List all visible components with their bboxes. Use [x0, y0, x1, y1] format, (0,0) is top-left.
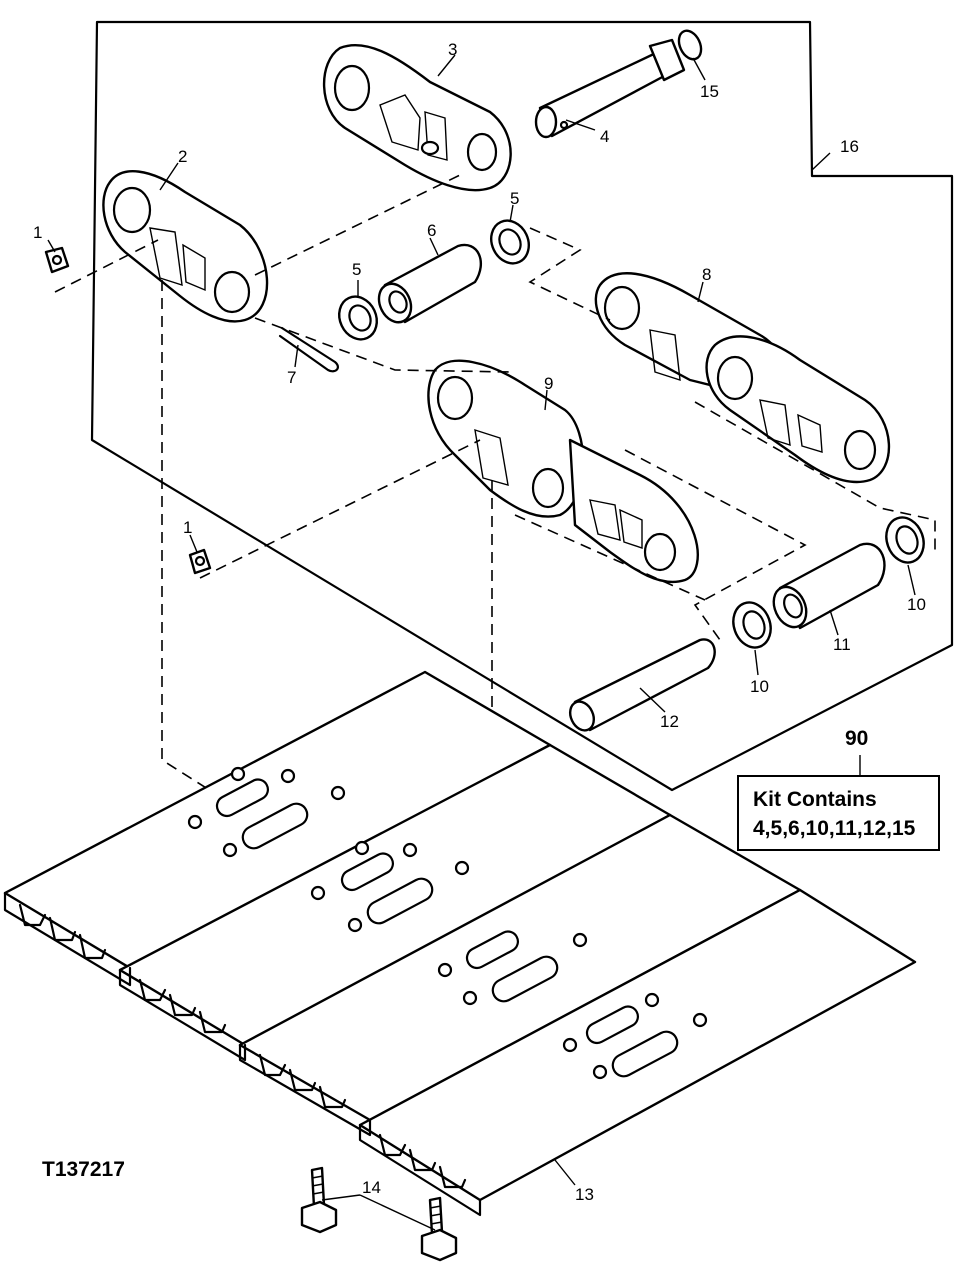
- callout-4: 4: [600, 127, 609, 146]
- callout-7: 7: [287, 368, 296, 387]
- seal-part-5-right: [490, 219, 530, 265]
- nut-part-1-lower: [188, 548, 212, 575]
- callout-8: 8: [702, 265, 711, 284]
- callout-14: 14: [362, 1178, 381, 1197]
- bushing-part-11: [772, 542, 886, 630]
- bushing-part-6: [377, 243, 483, 324]
- kit-contents: 4,5,6,10,11,12,15: [753, 817, 916, 840]
- seal-part-10-left: [732, 601, 772, 649]
- link-part-2: [102, 170, 269, 323]
- callout-10-left: 10: [750, 677, 769, 696]
- figure-id: T137217: [42, 1158, 125, 1181]
- callout-6: 6: [427, 221, 436, 240]
- callout-leader-lines: [47, 54, 916, 1231]
- bolt-part-14-right: [420, 1196, 458, 1262]
- callout-10-right: 10: [907, 595, 926, 614]
- link-part-8: [594, 272, 891, 484]
- track-shoe-part-13: [3, 670, 917, 1217]
- callout-3: 3: [448, 40, 457, 59]
- kit-boundary-outline: [90, 20, 954, 792]
- callout-1-lower: 1: [183, 518, 192, 537]
- kit-contents-box: Kit Contains 4,5,6,10,11,12,15: [737, 775, 940, 851]
- kit-number: 90: [845, 727, 869, 750]
- callout-13: 13: [575, 1185, 594, 1204]
- callout-12: 12: [660, 712, 679, 731]
- callout-2: 2: [178, 147, 187, 166]
- bolt-part-14-left: [300, 1166, 338, 1234]
- seal-part-10-right: [885, 516, 925, 564]
- link-part-9: [427, 359, 699, 584]
- ring-part-15: [677, 29, 703, 61]
- kit-label: Kit Contains: [753, 788, 877, 811]
- callout-5-left: 5: [352, 260, 361, 279]
- callout-16: 16: [840, 137, 859, 156]
- cotter-pin-part-7: [278, 326, 339, 373]
- callout-1-upper: 1: [33, 223, 42, 242]
- nut-part-1-upper: [44, 246, 70, 274]
- callout-5-right: 5: [510, 189, 519, 208]
- callout-15: 15: [700, 82, 719, 101]
- seal-part-5-left: [338, 295, 378, 341]
- pin-part-12: [568, 638, 716, 732]
- pin-part-4: [534, 38, 686, 139]
- callout-9: 9: [544, 374, 553, 393]
- link-part-3: [322, 43, 512, 192]
- callout-11: 11: [833, 635, 851, 654]
